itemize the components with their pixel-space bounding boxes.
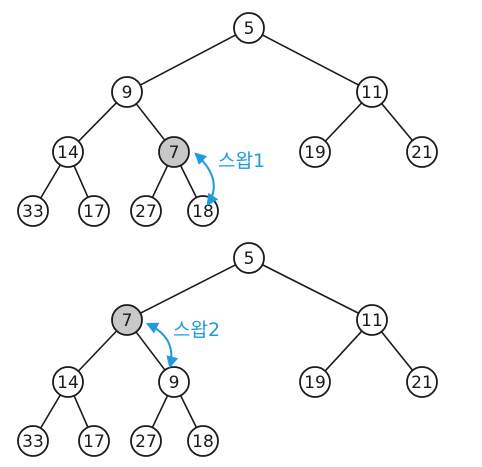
swap-arrow-icon xyxy=(194,152,219,206)
tree-edge xyxy=(39,394,62,429)
tree-node: 33 xyxy=(17,425,49,457)
tree-edge xyxy=(179,164,198,199)
tree-edge xyxy=(324,330,363,372)
tree-edge xyxy=(77,330,118,372)
tree-node: 11 xyxy=(356,76,388,108)
node-circle xyxy=(299,366,331,398)
node-value: 18 xyxy=(192,202,214,222)
tree-edge xyxy=(151,164,169,199)
node-circle xyxy=(52,366,84,398)
tree-edge xyxy=(135,103,166,141)
tree-edge xyxy=(380,102,414,142)
tree-node: 11 xyxy=(356,304,388,336)
tree-node: 21 xyxy=(406,136,438,168)
node-value: 5 xyxy=(244,19,255,39)
node-circle xyxy=(17,425,49,457)
tree-edge xyxy=(73,394,89,429)
node-circle xyxy=(130,425,162,457)
node-value: 5 xyxy=(244,249,255,269)
tree-node: 9 xyxy=(158,366,190,398)
tree-edge xyxy=(261,34,360,86)
node-circle xyxy=(52,136,84,168)
tree-node: 7 xyxy=(158,136,190,168)
tree-edge xyxy=(380,330,414,372)
tree-node: 33 xyxy=(17,195,49,227)
node-circle xyxy=(78,425,110,457)
node-circle xyxy=(130,195,162,227)
node-value: 21 xyxy=(411,373,433,393)
node-value: 17 xyxy=(83,432,105,452)
tree-node: 5 xyxy=(233,242,265,274)
tree-node: 21 xyxy=(406,366,438,398)
node-circle-highlighted xyxy=(111,304,143,336)
node-value: 14 xyxy=(57,373,79,393)
node-value: 7 xyxy=(122,311,133,331)
tree-edge xyxy=(179,394,198,429)
swap-arrow-icon xyxy=(145,322,179,369)
node-value: 19 xyxy=(304,143,326,163)
node-value: 7 xyxy=(169,143,180,163)
node-value: 9 xyxy=(122,83,133,103)
tree-step-1: 5 9 11 14 7 19 21 33 17 27 18 스왑1 xyxy=(17,12,438,227)
node-circle xyxy=(299,136,331,168)
node-circle xyxy=(233,242,265,274)
node-value: 11 xyxy=(361,311,383,331)
node-circle-highlighted xyxy=(158,136,190,168)
node-circle xyxy=(78,195,110,227)
node-value: 11 xyxy=(361,83,383,103)
node-circle xyxy=(406,366,438,398)
tree-node: 18 xyxy=(187,425,219,457)
node-circle xyxy=(356,76,388,108)
tree-edge xyxy=(73,164,89,199)
tree-node: 9 xyxy=(111,76,143,108)
node-circle xyxy=(356,304,388,336)
tree-node: 7 xyxy=(111,304,143,336)
node-circle xyxy=(406,136,438,168)
tree-edge xyxy=(151,394,169,429)
tree-node: 19 xyxy=(299,136,331,168)
tree-edge xyxy=(135,331,166,371)
tree-edge xyxy=(139,263,237,315)
tree-node: 14 xyxy=(52,136,84,168)
tree-edge xyxy=(261,263,360,315)
node-circle xyxy=(233,12,265,44)
node-value: 18 xyxy=(192,432,214,452)
tree-node: 17 xyxy=(78,195,110,227)
node-value: 27 xyxy=(135,202,157,222)
tree-edge xyxy=(77,101,118,143)
tree-edge xyxy=(39,164,62,199)
tree-node: 19 xyxy=(299,366,331,398)
tree-node: 17 xyxy=(78,425,110,457)
tree-step-2: 5 7 11 14 9 19 21 33 17 27 18 스왑2 xyxy=(17,242,438,457)
tree-edge xyxy=(139,34,237,86)
tree-edge xyxy=(324,102,363,142)
node-value: 33 xyxy=(22,202,44,222)
tree-node: 18 xyxy=(187,195,219,227)
node-circle xyxy=(17,195,49,227)
tree-node: 5 xyxy=(233,12,265,44)
tree-node: 27 xyxy=(130,195,162,227)
swap-label: 스왑1 xyxy=(218,150,265,172)
node-value: 33 xyxy=(22,432,44,452)
tree-node: 14 xyxy=(52,366,84,398)
node-value: 17 xyxy=(83,202,105,222)
node-circle xyxy=(187,425,219,457)
swap-label: 스왑2 xyxy=(173,319,220,341)
tree-node: 27 xyxy=(130,425,162,457)
node-value: 19 xyxy=(304,373,326,393)
node-value: 27 xyxy=(135,432,157,452)
node-circle xyxy=(111,76,143,108)
node-value: 14 xyxy=(57,143,79,163)
node-value: 21 xyxy=(411,143,433,163)
node-value: 9 xyxy=(169,373,180,393)
